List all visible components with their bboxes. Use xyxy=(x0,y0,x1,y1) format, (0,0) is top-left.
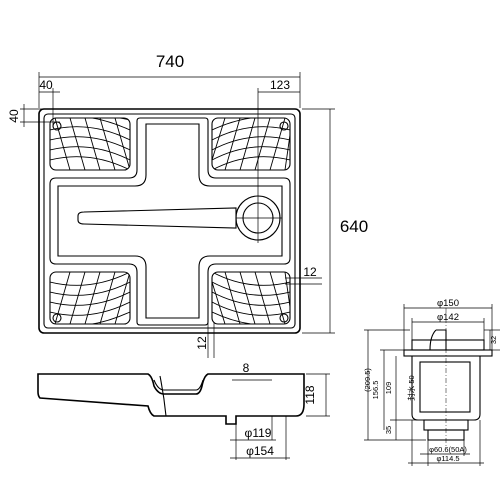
side-profile-inner xyxy=(153,379,204,391)
hatched-panel-bottom-right xyxy=(211,271,291,325)
trap-inner xyxy=(419,361,471,413)
pan-outer-outline xyxy=(38,108,301,334)
height-label: 118 xyxy=(303,385,317,404)
dimension-side-rib: 12 xyxy=(285,265,322,285)
trap-flange xyxy=(403,349,493,357)
left-offset-label: 40 xyxy=(39,78,53,92)
dimension-trap-bottom: φ60.6(50A) φ114.5 xyxy=(408,420,484,466)
side-rib-label: 12 xyxy=(303,265,317,279)
trap-outlet-length-label: 35 xyxy=(384,426,393,434)
trap-outlet-outer-diameter-label: φ114.5 xyxy=(436,454,459,463)
outer-diameter-label: φ154 xyxy=(246,444,274,458)
corner-hole-bottom-left xyxy=(52,313,62,323)
hatched-panel-top-right xyxy=(211,117,291,171)
trap-body-height-label: 156.5 xyxy=(371,381,380,400)
side-profile-curve xyxy=(159,375,167,417)
bottom-rib-label: 12 xyxy=(195,336,209,350)
trap-depth-label: 109 xyxy=(384,382,393,395)
dimension-drain-offset: 123 xyxy=(258,78,300,93)
hatched-panel-top-left xyxy=(49,117,131,171)
trap-flange-label: 32 xyxy=(489,336,498,344)
trap-outlet-diameter-label: φ60.6(50A) xyxy=(429,445,467,454)
dimension-height: 118 xyxy=(303,373,330,417)
top-offset-label: 40 xyxy=(7,109,21,123)
drain-trap-view: φ150 φ142 32 (209.5) 156.5 109 35 xyxy=(363,298,500,466)
width-label: 740 xyxy=(156,52,184,71)
dimension-rib-width: 8 xyxy=(232,361,272,381)
rib-width-label: 8 xyxy=(243,361,250,375)
dimension-outlet: φ119 φ154 xyxy=(230,416,290,460)
plan-view: 740 40 40 123 640 xyxy=(7,52,368,358)
dimension-width: 740 xyxy=(38,52,301,108)
dimension-trap-flange: 32 xyxy=(484,329,500,351)
dimension-trap-top: φ150 φ142 xyxy=(403,298,493,350)
trap-total-height-label: (209.5) xyxy=(363,368,372,392)
dimension-depth: 640 xyxy=(302,108,368,334)
drain-offset-label: 123 xyxy=(270,78,290,92)
pan-inner-rim xyxy=(43,113,296,329)
side-profile xyxy=(37,373,305,425)
dimension-top-offset: 40 xyxy=(7,104,60,127)
cross-channel-inner xyxy=(57,123,283,319)
trap-inner-diameter-label: φ142 xyxy=(437,312,459,323)
hatched-panel-bottom-left xyxy=(49,271,131,325)
dimension-left-offset: 40 xyxy=(39,78,60,126)
trap-top-diameter-label: φ150 xyxy=(437,298,459,309)
side-view: 8 118 φ119 φ154 xyxy=(37,361,330,460)
trap-seal-water-label: 封水 50 xyxy=(406,375,416,400)
dimension-bottom-rib: 12 xyxy=(195,322,215,358)
inner-diameter-label: φ119 xyxy=(245,426,272,440)
depth-label: 640 xyxy=(340,217,368,236)
drain-arm xyxy=(77,207,237,229)
cross-channel xyxy=(49,117,291,326)
dimension-trap-heights: (209.5) 156.5 109 35 封水 50 xyxy=(363,329,426,441)
trap-cap xyxy=(411,339,485,351)
